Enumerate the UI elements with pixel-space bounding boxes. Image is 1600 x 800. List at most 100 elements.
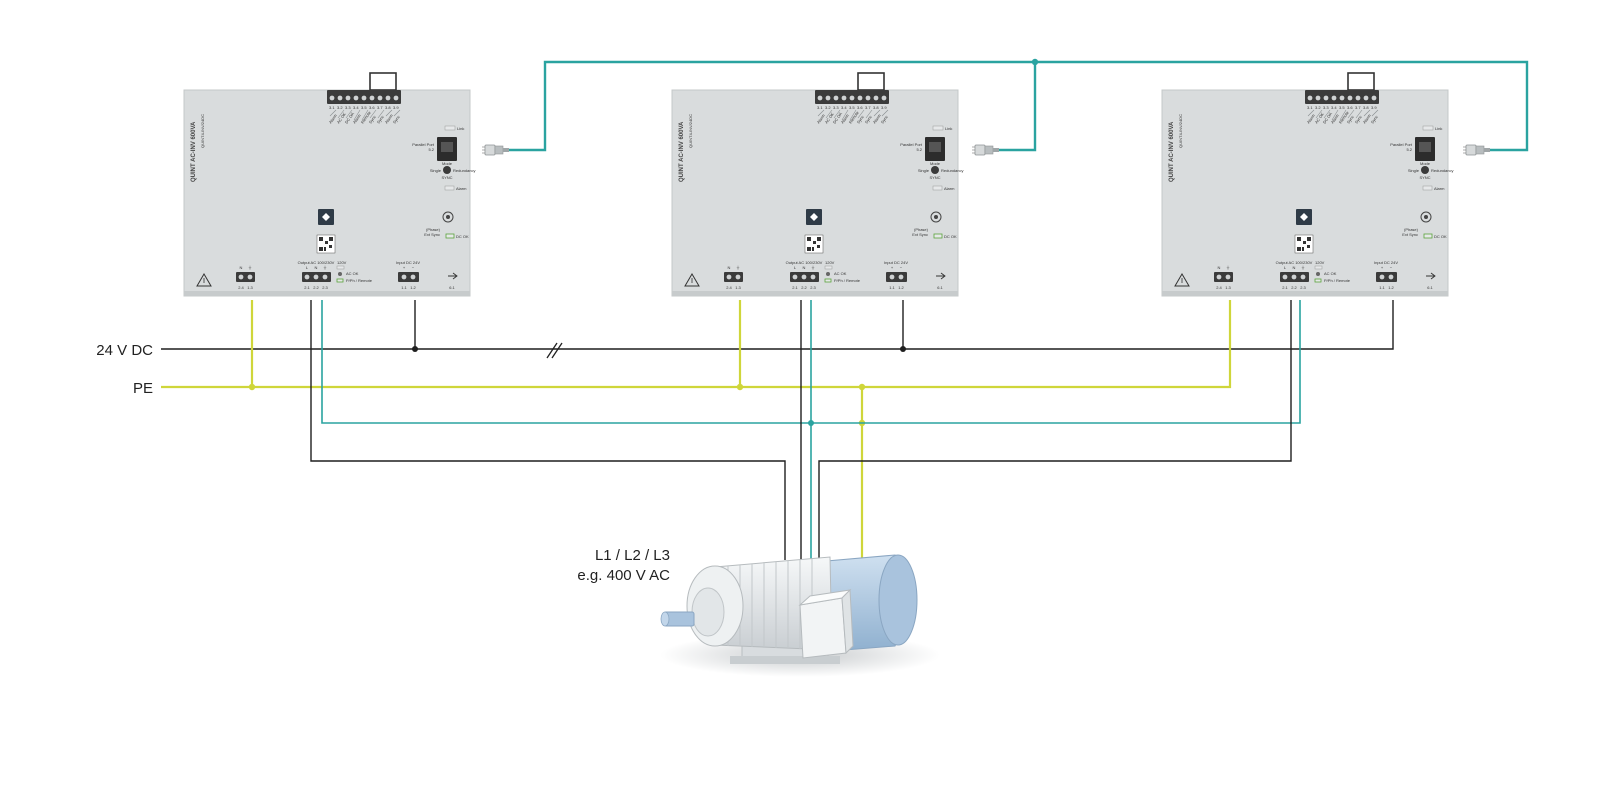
- motor-illustration: [660, 554, 940, 677]
- signal-terminal-id: 3.5: [361, 105, 367, 110]
- signal-terminal-id: 3.1: [1307, 105, 1313, 110]
- dc-junction-1: [412, 346, 418, 352]
- parallel-port-id: 5.2: [428, 147, 434, 152]
- output-terminal-id: 2.3: [322, 285, 328, 290]
- pe-line: [161, 300, 1232, 560]
- input-terminal-id: 1.2: [410, 285, 416, 290]
- output-side-label: 120V: [825, 260, 835, 265]
- input-label: Input DC 24V: [396, 260, 420, 265]
- output-terminal-name: N: [315, 265, 318, 270]
- output-side-label: 120V: [337, 260, 347, 265]
- output-terminal-id: 2.2: [801, 285, 807, 290]
- phase-lines: [310, 300, 1292, 560]
- signal-terminal-id: 3.7: [1355, 105, 1361, 110]
- signal-name: Sync: [368, 114, 377, 124]
- signal-name: Alarm: [384, 113, 394, 125]
- alarm-label: Alarm: [456, 186, 467, 191]
- usb-id: 6.1: [937, 285, 943, 290]
- output-side-label: 120V: [1315, 260, 1325, 265]
- output-terminal-id: 2.1: [1282, 285, 1288, 290]
- output-label: Output AC 100/230V: [786, 260, 823, 265]
- signal-name: Sync: [1354, 114, 1363, 124]
- signal-name: Alarm: [1330, 113, 1340, 125]
- pe-terminal-id: 2.4: [238, 285, 244, 290]
- phase-label: (Phase): [426, 227, 441, 232]
- output-terminal-name: ⏚: [323, 264, 327, 270]
- input-terminal-id: 1.1: [1379, 285, 1385, 290]
- motor-voltage-label: e.g. 400 V AC: [577, 567, 670, 584]
- module-part-number: QUINT4-INV/24DC: [688, 114, 693, 148]
- parallel-port-label: Parallel Port: [412, 142, 435, 147]
- pe-terminal-id: 1.3: [735, 285, 741, 290]
- input-terminal-name: +: [403, 265, 406, 270]
- input-terminal-name: −: [412, 265, 415, 270]
- signal-name: Alarm: [328, 113, 338, 125]
- signal-terminal-id: 3.6: [857, 105, 863, 110]
- module-title: QUINT AC-INV 600VA: [1169, 121, 1175, 182]
- signal-name: DC OK: [344, 111, 356, 125]
- signal-terminal-id: 3.9: [1371, 105, 1377, 110]
- output-terminal-name: L: [306, 265, 309, 270]
- input-label: Input DC 24V: [884, 260, 908, 265]
- output-terminal-name: L: [1284, 265, 1287, 270]
- output-terminal-id: 2.2: [1291, 285, 1297, 290]
- pe-terminal-id: 2.4: [1216, 285, 1222, 290]
- signal-name: Sync: [864, 114, 873, 124]
- output-terminal-id: 2.2: [313, 285, 319, 290]
- input-terminal-id: 1.1: [889, 285, 895, 290]
- alarm-label: Alarm: [944, 186, 955, 191]
- ac-ok-label: AC OK: [346, 271, 359, 276]
- input-terminal-id: 1.1: [401, 285, 407, 290]
- pwr-remote-label: P/Ph / Remote: [346, 278, 373, 283]
- signal-terminal-id: 3.5: [849, 105, 855, 110]
- interruption-mark: [546, 342, 563, 359]
- parallel-port-id: 5.2: [916, 147, 922, 152]
- dc-junction-2: [900, 346, 906, 352]
- dc-line-label: 24 V DC: [96, 342, 153, 359]
- parallel-port-label: Parallel Port: [900, 142, 923, 147]
- module-title: QUINT AC-INV 600VA: [679, 121, 685, 182]
- ext-sync-label: Ext Sync: [912, 232, 928, 237]
- inverter-1-rj45-plug: [481, 144, 510, 156]
- module-part-number: QUINT4-INV/24DC: [200, 114, 205, 148]
- signal-terminal-id: 3.8: [385, 105, 391, 110]
- signal-terminal-id: 3.6: [369, 105, 375, 110]
- single-label: Single: [430, 168, 442, 173]
- usb-id: 6.1: [1427, 285, 1433, 290]
- output-label: Output AC 100/230V: [298, 260, 335, 265]
- inverter-2-rj45-plug: [971, 144, 1000, 156]
- signal-name: Sync: [1370, 114, 1379, 124]
- pwr-remote-label: P/Ph / Remote: [834, 278, 861, 283]
- signal-terminal-id: 3.3: [1323, 105, 1329, 110]
- signal-terminal-id: 3.4: [841, 105, 847, 110]
- ext-sync-label: Ext Sync: [424, 232, 440, 237]
- signal-terminal-id: 3.1: [329, 105, 335, 110]
- pe-terminal-label: N: [240, 265, 243, 270]
- pe-terminal-label: ⏚: [1226, 264, 1230, 270]
- single-label: Single: [918, 168, 930, 173]
- signal-terminal-id: 3.3: [345, 105, 351, 110]
- dc-ok-label: DC OK: [456, 234, 469, 239]
- pwr-remote-label: P/Ph / Remote: [1324, 278, 1351, 283]
- sync-label: SYNC: [441, 175, 452, 180]
- signal-name: Sync: [1346, 114, 1355, 124]
- pe-terminal-id: 2.4: [726, 285, 732, 290]
- signal-name: Alarm: [816, 113, 826, 125]
- redundancy-label: Redundancy: [941, 168, 963, 173]
- signal-terminal-id: 3.4: [1331, 105, 1337, 110]
- output-terminal-id: 2.3: [810, 285, 816, 290]
- parallel-port-id: 5.2: [1406, 147, 1412, 152]
- output-terminal-name: N: [803, 265, 806, 270]
- link-label: Link: [457, 126, 464, 131]
- mode-label: Mode: [442, 161, 453, 166]
- module-title: QUINT AC-INV 600VA: [191, 121, 197, 182]
- signal-name: Sync: [392, 114, 401, 124]
- output-terminal-name: ⏚: [1301, 264, 1305, 270]
- phase-label: (Phase): [1404, 227, 1419, 232]
- input-terminal-id: 1.2: [898, 285, 904, 290]
- motor-line-label: L1 / L2 / L3: [595, 547, 670, 564]
